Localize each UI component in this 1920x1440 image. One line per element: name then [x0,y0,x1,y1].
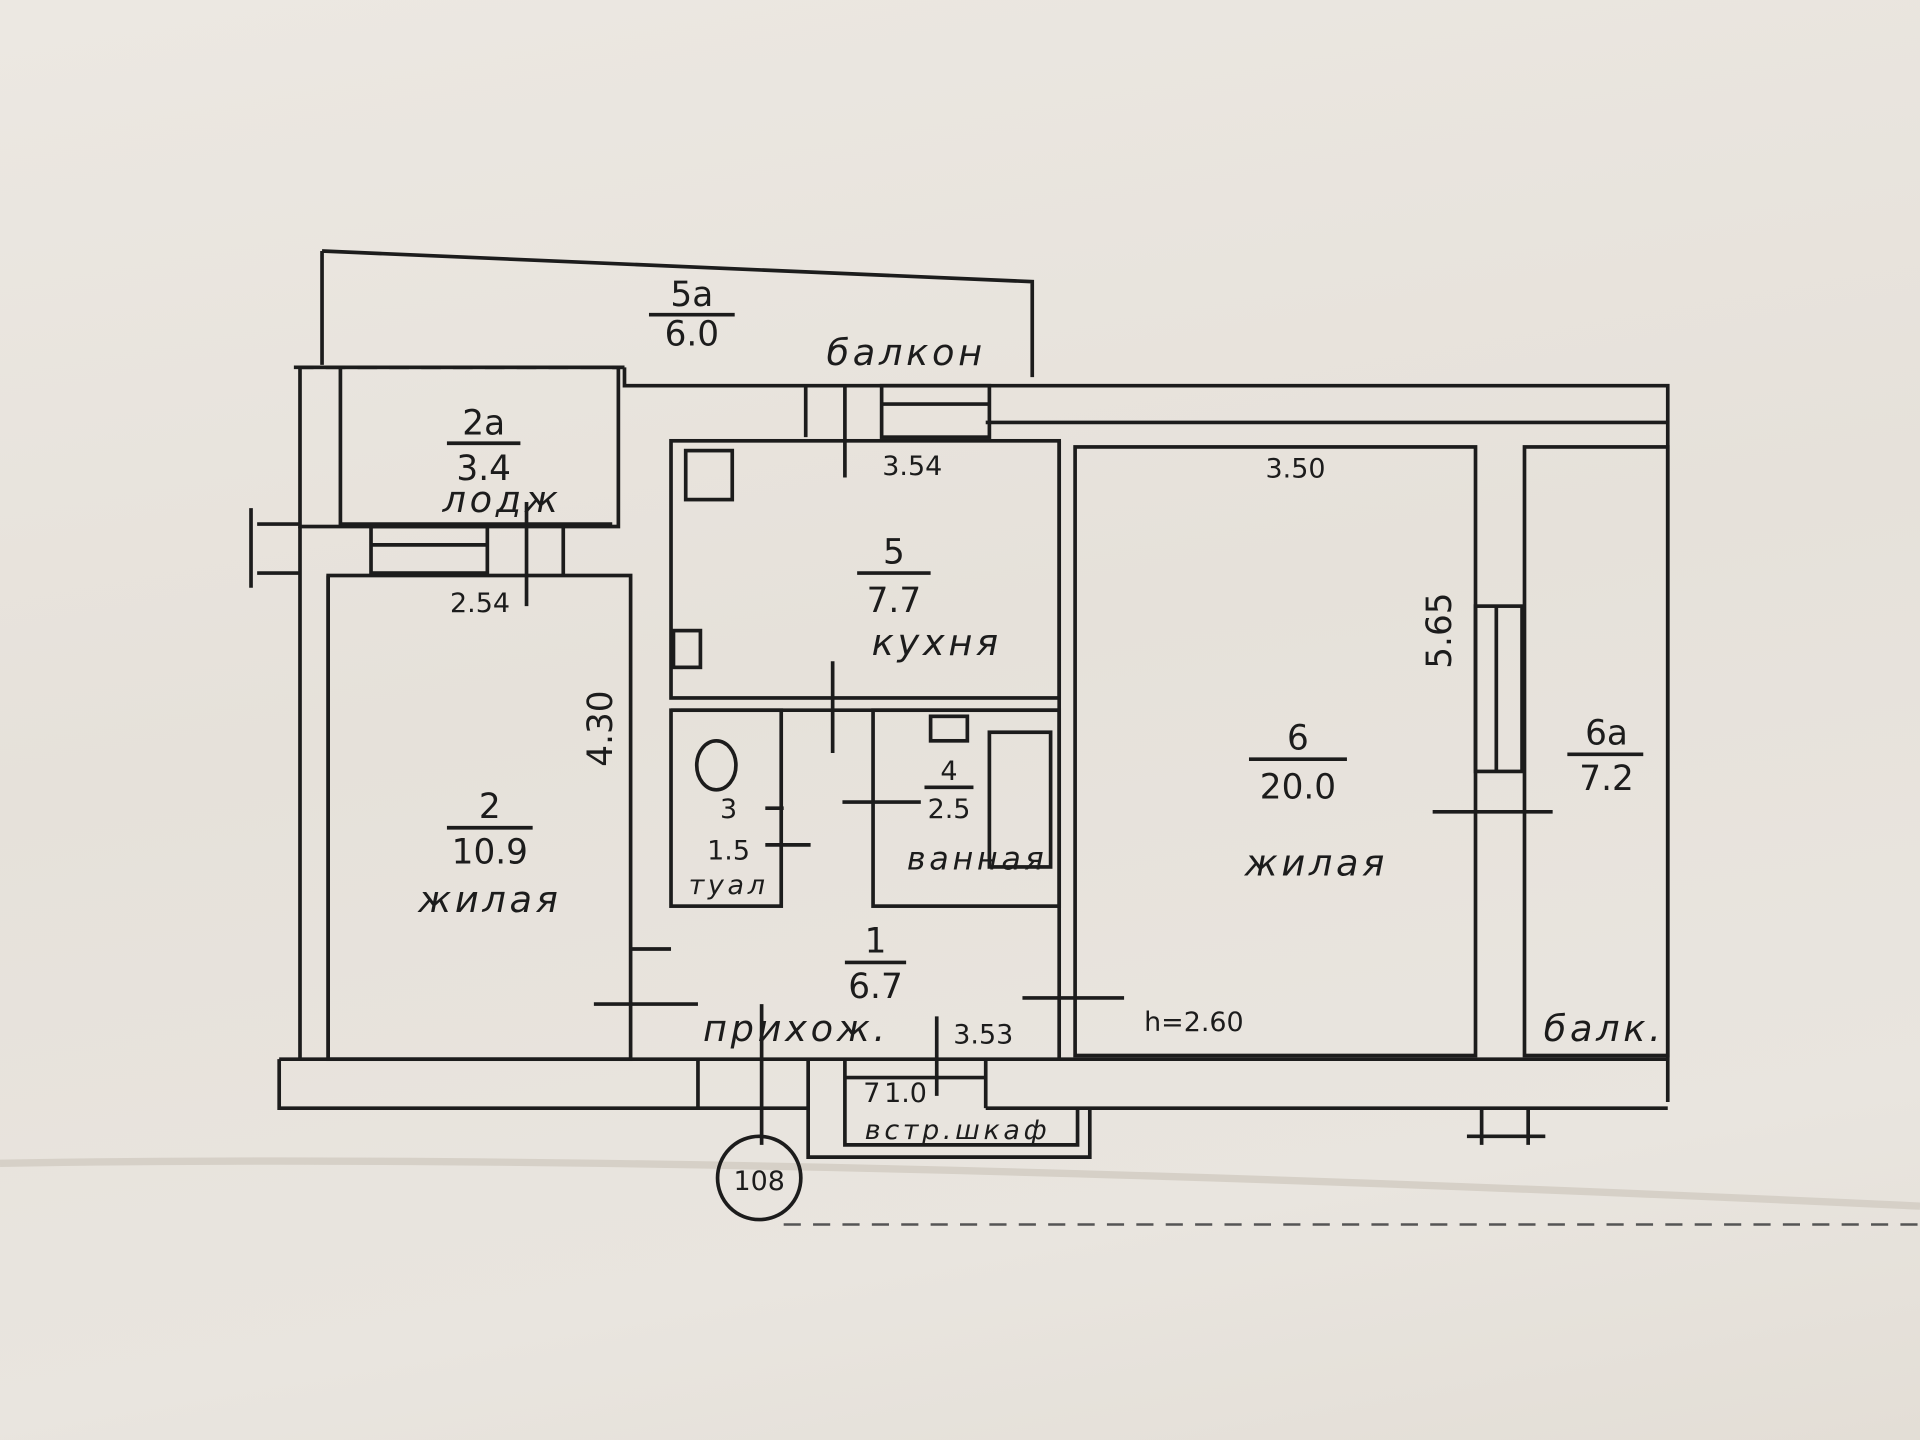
svg-text:ванная: ванная [907,839,1048,877]
svg-text:прихож.: прихож. [703,1007,889,1050]
svg-text:3.4: 3.4 [456,449,511,489]
room-7-label: 7 1.0 встр.шкаф [863,1078,1050,1146]
room-6a-label: 6а 7.2 балк. [1544,713,1665,1050]
svg-text:жилая: жилая [1244,842,1388,885]
ceiling-height: h=2.60 [1144,1007,1244,1038]
svg-text:балкон: балкон [826,331,985,374]
svg-text:встр.шкаф: встр.шкаф [865,1115,1050,1146]
svg-text:6а: 6а [1585,713,1628,753]
svg-text:20.0: 20.0 [1260,767,1336,807]
dim-room6-length: 5.65 [1420,592,1460,668]
room-6a-outline [1522,445,1670,1058]
svg-text:жилая: жилая [417,878,561,921]
svg-text:2: 2 [479,787,501,827]
svg-text:1.0: 1.0 [884,1078,927,1109]
stove-icon [683,448,735,502]
room-6-label: 6 20.0 жилая [1244,718,1388,885]
room-1-label: 1 6.7 прихож. [703,922,907,1050]
svg-text:5а: 5а [670,275,713,315]
balcony-door [1473,604,1524,774]
sink-icon [671,628,703,670]
svg-text:10.9: 10.9 [452,832,528,872]
svg-text:2.5: 2.5 [928,794,971,825]
dim-hall-width: 3.53 [953,1019,1013,1050]
marker-number: 108 [733,1166,784,1197]
svg-text:6.0: 6.0 [665,314,720,354]
svg-text:5: 5 [883,532,905,572]
dim-room2-length: 4.30 [581,690,621,766]
svg-text:туал: туал [689,870,769,901]
closet-outline [696,1016,1092,1159]
paper-fold [0,1157,1920,1210]
marker-circle [715,1134,803,1222]
room-2a-label: 2а 3.4 лодж [441,404,561,521]
washbasin-icon [928,714,970,743]
svg-text:7: 7 [863,1078,880,1109]
left-wall [298,526,330,1060]
room-3-label: 3 1.5 туал [689,794,769,901]
svg-text:7.2: 7.2 [1579,759,1634,799]
outer-wall-top [612,365,1670,1103]
svg-text:7.7: 7.7 [867,581,921,621]
dim-room2-width: 2.54 [450,588,510,619]
svg-text:кухня: кухня [872,621,1002,664]
svg-text:4: 4 [940,756,957,787]
window-kitchen [879,383,992,439]
room-4-label: 4 2.5 ванная [907,756,1048,877]
room-5-label: 5 7.7 кухня [857,532,1002,664]
room-5a-label: 5а 6.0 балкон [648,275,985,374]
dim-room6-width: 3.50 [1266,454,1326,485]
svg-text:балк.: балк. [1544,1007,1665,1050]
dim-kitchen-width: 3.54 [882,451,942,482]
room-6-outline [1073,445,1478,1058]
room-2-label: 2 10.9 жилая [417,787,561,921]
balcony-outline [320,249,1035,378]
svg-text:6: 6 [1287,718,1309,758]
svg-text:лодж: лодж [441,478,561,521]
toilet-icon [694,738,738,792]
bathtub-icon [987,730,1053,869]
svg-text:6.7: 6.7 [848,967,902,1007]
svg-text:1: 1 [865,922,887,962]
svg-text:1.5: 1.5 [707,836,750,867]
svg-text:3: 3 [720,794,737,825]
svg-text:2а: 2а [462,404,505,444]
window-room2 [369,524,490,575]
bottom-wall [277,1057,1668,1145]
